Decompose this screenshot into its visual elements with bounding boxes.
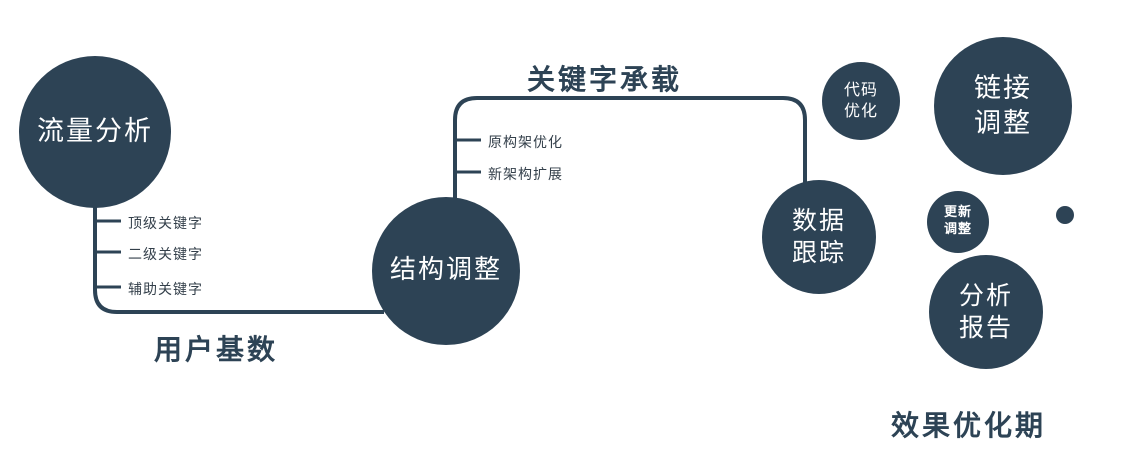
edge-structure-to-data-tracking xyxy=(453,96,807,205)
tick-label-original-framework: 原构架优化 xyxy=(488,135,563,151)
node-label-line2: 报告 xyxy=(958,313,1013,342)
node-label: 结构调整 xyxy=(389,255,502,286)
edge-label-user-base: 用户基数 xyxy=(154,333,279,366)
node-label-line1: 分析 xyxy=(958,280,1013,310)
node-label: 流量分析 xyxy=(37,116,153,148)
node-code-optimization: 代码 优化 xyxy=(822,62,900,140)
node-data-tracking: 数据 跟踪 xyxy=(762,180,876,294)
node-label-line2: 调整 xyxy=(974,108,1032,139)
edge-label-effect-optimization-phase: 效果优化期 xyxy=(891,409,1047,442)
node-traffic-analysis: 流量分析 xyxy=(19,56,171,208)
tick-label-second-keywords: 二级关键字 xyxy=(128,247,203,263)
node-analysis-report: 分析 报告 xyxy=(929,255,1043,369)
tick-label-new-framework: 新架构扩展 xyxy=(488,167,563,183)
node-link-adjustment: 链接 调整 xyxy=(934,37,1072,175)
tick-label-top-keywords: 顶级关键字 xyxy=(128,216,203,232)
tick-label-auxiliary-keywords: 辅助关键字 xyxy=(128,282,203,298)
node-label-line1: 更新 xyxy=(943,205,972,221)
edge-traffic-to-structure xyxy=(93,196,384,314)
node-structure-adjustment: 结构调整 xyxy=(372,197,520,345)
node-label-line2: 跟踪 xyxy=(791,238,846,267)
node-label-line1: 数据 xyxy=(791,205,846,235)
edge-label-keyword-load: 关键字承载 xyxy=(527,63,683,96)
node-label-line1: 链接 xyxy=(974,72,1032,104)
node-label-line2: 调整 xyxy=(943,222,972,237)
node-update-adjustment: 更新 调整 xyxy=(927,191,989,253)
node-dot xyxy=(1056,206,1074,224)
node-label-line1: 代码 xyxy=(843,80,878,100)
node-label-line2: 优化 xyxy=(843,101,878,120)
